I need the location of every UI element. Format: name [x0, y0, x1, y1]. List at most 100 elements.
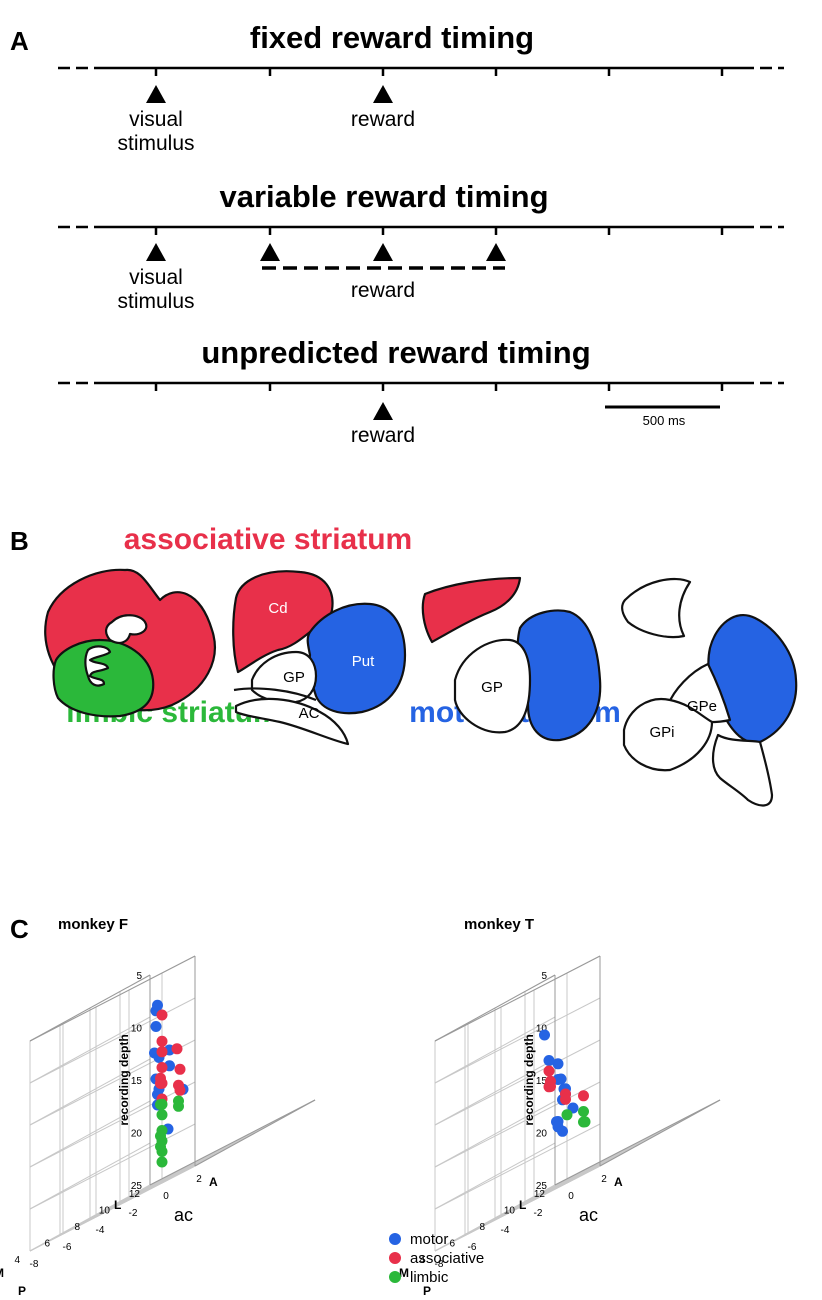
gpi-region	[622, 697, 714, 772]
limbic-boundary-dashed	[55, 639, 154, 717]
fixed-reward-title: fixed reward timing	[250, 20, 534, 55]
monkey-t-depth-tick: 5	[541, 971, 547, 982]
monkey-t-grid-back-h	[434, 997, 601, 1084]
monkey-t-grid-floor-ml	[434, 1165, 601, 1252]
reward-marker-variable-3	[486, 243, 506, 261]
monkey-f-point-limbic	[155, 1141, 166, 1152]
legend-label-limbic: limbic	[410, 1269, 449, 1286]
monkey-t-depth-tick: 15	[536, 1076, 548, 1087]
monkey-t-point-motor	[543, 1055, 555, 1066]
reward-label-variable: reward	[351, 279, 415, 302]
reward-marker-unpredicted	[373, 402, 393, 420]
panel-b: B associative striatum limbic striatum m…	[10, 523, 798, 807]
monkey-t-point-motor	[539, 1029, 550, 1041]
legend-swatch-motor	[389, 1233, 401, 1245]
monkey-t-lateral-label: L	[519, 1198, 526, 1212]
gpi-label: GPi	[649, 724, 674, 741]
ac-band-lower	[233, 687, 317, 702]
monkey-t-ap-tick: -2	[534, 1208, 543, 1219]
motor-region-4	[707, 614, 798, 744]
monkey-f-ap-tick: -4	[96, 1225, 105, 1236]
monkey-t-ml-tick: 8	[479, 1222, 485, 1233]
monkey-t-point-limbic	[579, 1116, 591, 1128]
scale-bar-label: 500 ms	[643, 413, 686, 428]
monkey-f-ml-tick: 12	[129, 1189, 141, 1200]
monkey-f-grid-floor-ml	[59, 1149, 226, 1235]
monkey-t-point-motor	[555, 1073, 567, 1085]
stimulus-marker-variable	[146, 243, 166, 261]
monkey-t-ap-tick: 0	[568, 1191, 574, 1202]
monkey-t-title: monkey T	[464, 916, 534, 933]
monkey-f-point-limbic	[156, 1109, 168, 1121]
cd-label: Cd	[268, 600, 287, 617]
monkey-t-grid-floor-ml	[524, 1116, 691, 1202]
ac-band	[234, 697, 350, 746]
monkey-f-depth-tick: 20	[131, 1129, 143, 1140]
legend: motor associative limbic	[389, 1231, 484, 1286]
monkey-f-frame-edge	[194, 1099, 316, 1167]
outline-upper-4	[621, 578, 692, 639]
section-3: GP	[421, 576, 602, 742]
associative-region-3	[421, 576, 522, 644]
stimulus-label-fixed-2: stimulus	[117, 132, 194, 155]
monkey-f-grid-floor-ml	[89, 1132, 256, 1219]
ac-label: AC	[299, 705, 320, 722]
monkey-f-ml-tick: 10	[99, 1206, 111, 1217]
section-4: GPe GPi	[621, 578, 798, 807]
monkey-f-point-associative	[174, 1084, 186, 1096]
monkey-f-grid-floor-ml	[29, 1165, 196, 1252]
monkey-f-point-associative	[156, 1046, 168, 1058]
stimulus-label-variable-1: visual	[129, 266, 183, 289]
monkey-t-ml-tick: 10	[504, 1206, 516, 1217]
panel-a: A fixed reward timing visual stimulus re…	[10, 20, 784, 447]
timeline-unpredicted	[58, 381, 784, 391]
legend-swatch-limbic	[389, 1271, 401, 1283]
monkey-t-depth-tick: 10	[536, 1024, 548, 1035]
monkey-t-point-motor	[552, 1058, 564, 1070]
monkey-f-point-associative	[174, 1063, 186, 1075]
monkey-f-point-associative	[171, 1043, 183, 1055]
monkey-f-point-associative	[156, 1062, 168, 1073]
monkey-t-point-motor	[557, 1125, 568, 1137]
monkey-t-frame-edge	[434, 955, 601, 1042]
stimulus-marker-fixed	[146, 85, 166, 103]
monkey-t-frame-edge	[599, 1099, 721, 1167]
monkey-f-depth-axis-label: recording depth	[117, 1034, 131, 1125]
reward-label-fixed: reward	[351, 108, 415, 131]
monkey-t-anterior-label: A	[614, 1175, 623, 1189]
monkey-t-depth-tick: 20	[536, 1129, 548, 1140]
monkey-f-frame-edge	[29, 974, 151, 1042]
monkey-f-ap-tick: -8	[30, 1259, 39, 1270]
section-1	[44, 568, 216, 718]
monkey-t-grid-back-h	[434, 1123, 601, 1210]
monkey-f-point-motor	[150, 1021, 162, 1032]
monkey-t-point-limbic	[578, 1106, 589, 1117]
monkey-f-posterior-label: P	[18, 1284, 26, 1298]
monkey-f-grid-back-h	[29, 997, 196, 1084]
monkey-t-point-limbic	[561, 1109, 573, 1121]
monkey-t-point-associative	[578, 1090, 589, 1102]
monkey-f-point-limbic	[156, 1156, 168, 1168]
associative-striatum-label: associative striatum	[124, 523, 412, 556]
monkey-f-depth-tick: 25	[131, 1181, 143, 1192]
monkey-f-point-associative	[155, 1078, 166, 1089]
monkey-f-frame-edge	[29, 955, 196, 1042]
monkey-f-ml-tick: 4	[14, 1255, 20, 1266]
monkey-t-point-associative	[543, 1065, 555, 1077]
monkey-f-ap-tick: 0	[163, 1191, 169, 1202]
reward-label-unpredicted: reward	[351, 424, 415, 447]
monkey-f-ap-tick: -6	[63, 1242, 72, 1253]
stimulus-label-variable-2: stimulus	[117, 290, 194, 313]
monkey-t-grid-back-h	[434, 1039, 601, 1126]
monkey-t-frame-edge	[434, 974, 556, 1042]
legend-swatch-associative	[389, 1252, 401, 1264]
variable-reward-title: variable reward timing	[219, 179, 548, 214]
monkey-t-ap-tick: 2	[601, 1174, 607, 1185]
putamen-region-2	[306, 602, 407, 715]
reward-marker-variable-2	[373, 243, 393, 261]
monkey-f-lateral-label: L	[114, 1198, 121, 1212]
monkey-f-ml-tick: 8	[74, 1222, 80, 1233]
monkey-t-ap-tick: -6	[468, 1242, 477, 1253]
